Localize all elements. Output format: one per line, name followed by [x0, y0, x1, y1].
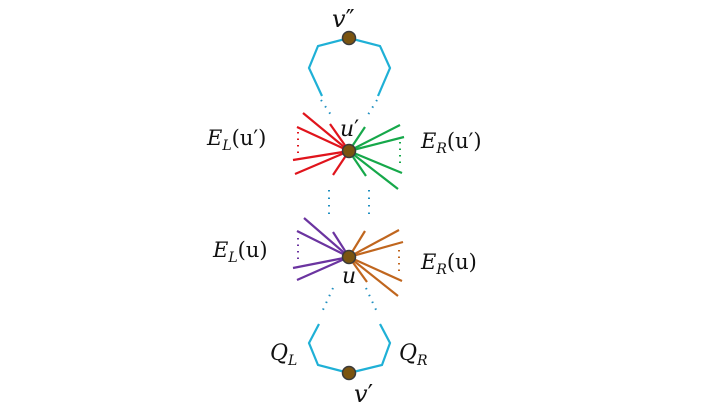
- node-u: [341, 249, 357, 265]
- top-path: [307, 36, 392, 97]
- label-e-left-u: EL(u): [212, 238, 268, 266]
- edge: [296, 230, 350, 258]
- edge: [348, 255, 403, 283]
- edge: [292, 255, 350, 270]
- edge: [348, 229, 400, 258]
- label-e-left-u-prime: EL(u′): [206, 126, 266, 154]
- edge: [348, 135, 405, 153]
- bottom-path-q-left: [307, 323, 350, 375]
- edge: [302, 112, 350, 152]
- label-v-prime: v′: [354, 380, 373, 405]
- edge: [296, 126, 350, 152]
- lower-right-dots: [365, 287, 378, 313]
- lower-left-dots: [321, 287, 334, 313]
- edge: [348, 149, 403, 175]
- edges-right-u-prime: [348, 124, 405, 190]
- node-u-prime: [341, 143, 357, 159]
- label-q-right: QR: [399, 341, 428, 369]
- node-v-prime: [341, 365, 357, 381]
- label-e-right-u: ER(u): [420, 250, 477, 278]
- label-u: u: [342, 264, 356, 289]
- edges-right-u: [348, 229, 404, 297]
- top-left-dots: [320, 99, 334, 119]
- label-e-right-u-prime: ER(u′): [420, 129, 482, 157]
- edges-left-u: [292, 217, 350, 282]
- edge: [348, 240, 404, 259]
- bottom-path-q-right: [348, 323, 392, 375]
- edge: [296, 255, 350, 282]
- node-v-double-prime: [341, 30, 357, 46]
- edge: [292, 149, 350, 162]
- edge: [348, 150, 399, 190]
- label-q-left: QL: [270, 341, 297, 369]
- edge: [294, 149, 350, 176]
- top-right-dots: [365, 99, 378, 119]
- edge: [348, 256, 399, 297]
- label-v-double-prime: v″: [332, 5, 355, 33]
- edge: [303, 217, 350, 258]
- label-u-prime: u′: [340, 117, 359, 142]
- edge: [348, 124, 401, 152]
